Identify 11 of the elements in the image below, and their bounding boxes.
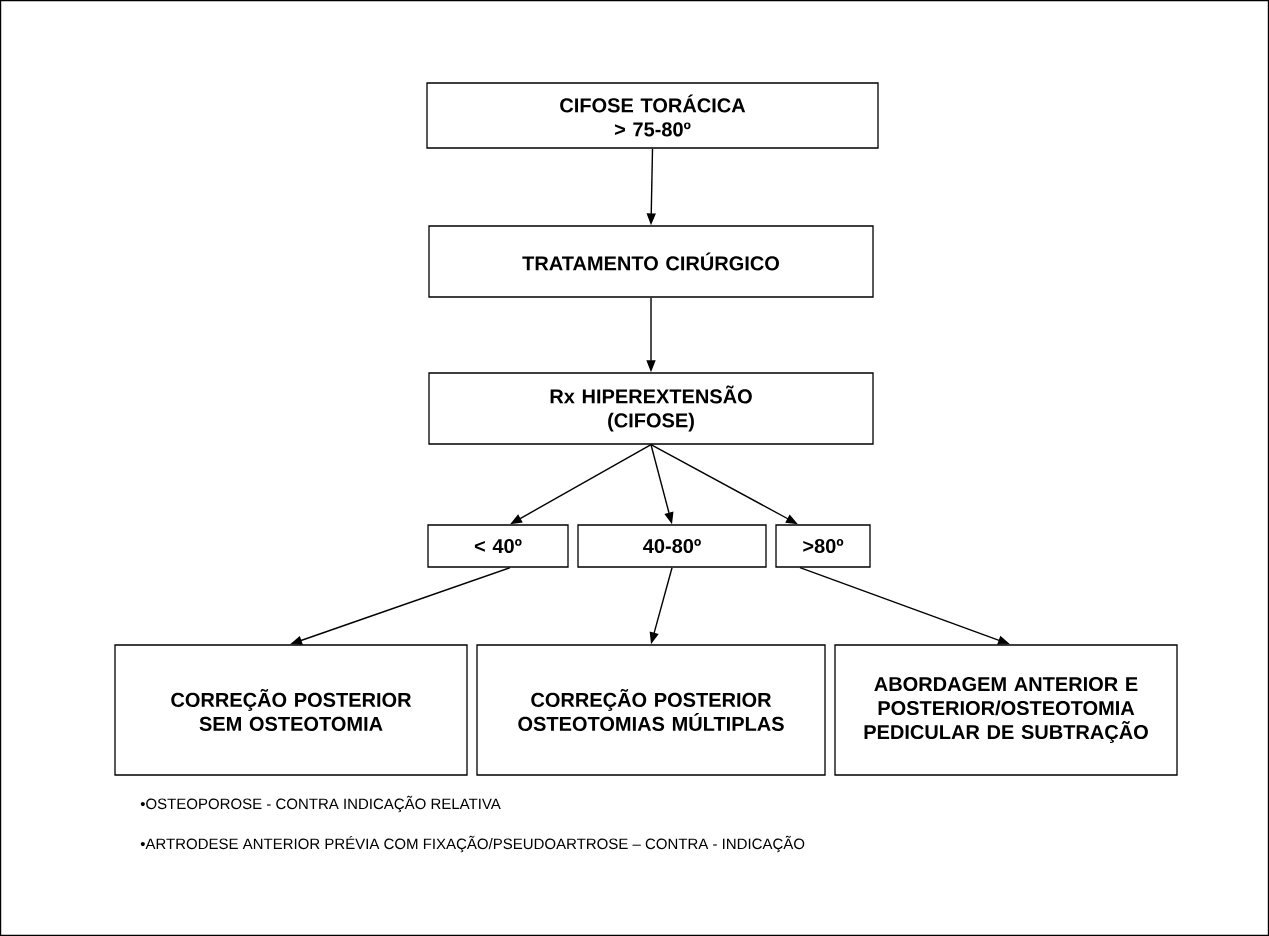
process-box: CIFOSE TORÁCICA > 75-80º (426, 82, 879, 149)
process-box: CORREÇÃO POSTERIOR SEM OSTEOTOMIA (114, 644, 468, 776)
process-box: TRATAMENTO CIRÚRGICO (428, 225, 874, 298)
process-box: Rx HIPEREXTENSÃO (CIFOSE) (428, 372, 874, 445)
process-box: < 40º (427, 524, 569, 568)
process-box: >80º (775, 524, 871, 568)
note-text: •ARTRODESE ANTERIOR PRÉVIA COM FIXAÇÃO/PSEUDOARTROSE – CONTRA - INDICAÇÃO (140, 835, 805, 853)
process-box: CORREÇÃO POSTERIOR OSTEOTOMIAS MÚLTIPLAS (476, 644, 826, 776)
process-box: ABORDAGEM ANTERIOR E POSTERIOR/OSTEOTOMIA PEDICULAR DE SUBTRAÇÃO (834, 644, 1178, 776)
note-text: •OSTEOPOROSE - CONTRA INDICAÇÃO RELATIVA (140, 795, 501, 813)
process-box: 40-80º (577, 524, 767, 568)
